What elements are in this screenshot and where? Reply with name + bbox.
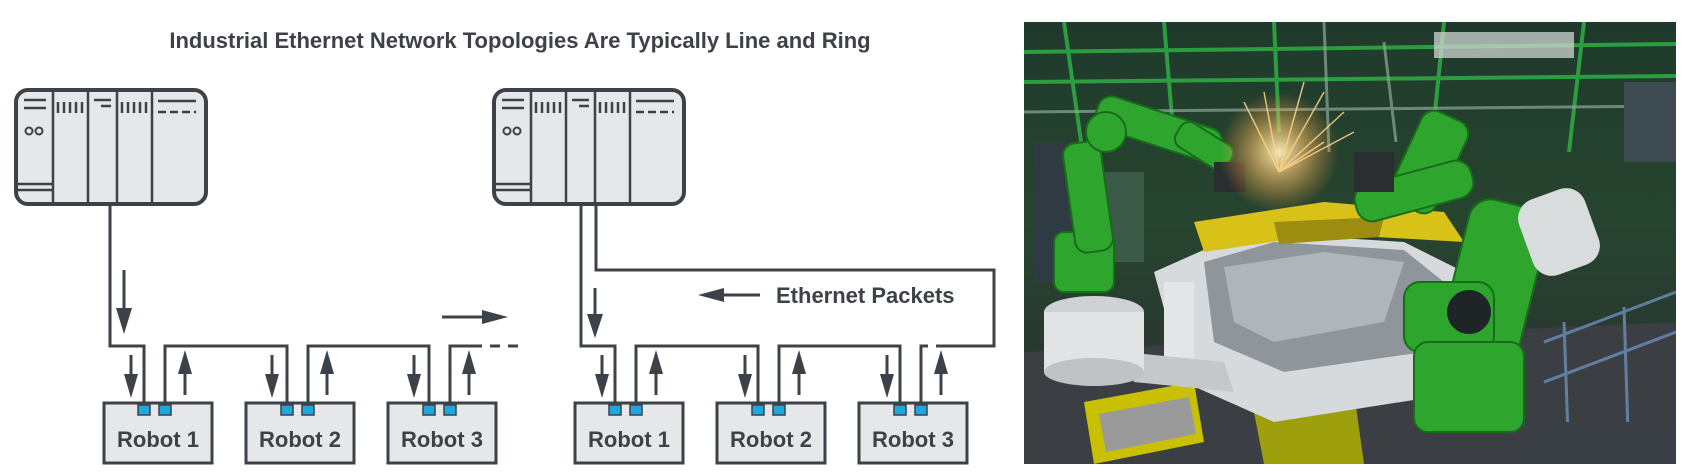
robot-label: Robot 3	[872, 427, 954, 452]
ring-robot-1: Robot 1	[573, 401, 685, 465]
ring-arrow-packets-left	[698, 288, 760, 302]
robot-label: Robot 2	[259, 427, 341, 452]
line-port-arrows	[124, 350, 476, 398]
robot-label: Robot 1	[117, 427, 199, 452]
ring-robot-3: Robot 3	[857, 401, 969, 465]
line-topology: Robot 1 Robot 2 Robot 3	[14, 88, 524, 465]
ring-topology: Ethernet Packets Robot 1	[492, 88, 996, 465]
topology-diagram: Industrial Ethernet Network Topologies A…	[14, 28, 996, 465]
line-arrow-down-controller	[116, 270, 132, 334]
robot-label: Robot 2	[730, 427, 812, 452]
line-arrow-flow-right	[442, 310, 508, 324]
diagram-title: Industrial Ethernet Network Topologies A…	[169, 28, 870, 53]
line-plc-controller	[14, 88, 208, 206]
line-robot-2: Robot 2	[244, 401, 356, 465]
ring-robot-2: Robot 2	[715, 401, 827, 465]
line-robot-1: Robot 1	[102, 401, 214, 465]
ethernet-packets-label: Ethernet Packets	[776, 283, 955, 308]
robot-label: Robot 3	[401, 427, 483, 452]
ring-plc-controller	[492, 88, 686, 206]
factory-robots-photo	[1024, 22, 1676, 464]
line-robot-3: Robot 3	[386, 401, 498, 465]
ring-port-arrows	[595, 350, 948, 398]
ring-arrow-down-controller	[587, 288, 603, 338]
robot-label: Robot 1	[588, 427, 670, 452]
